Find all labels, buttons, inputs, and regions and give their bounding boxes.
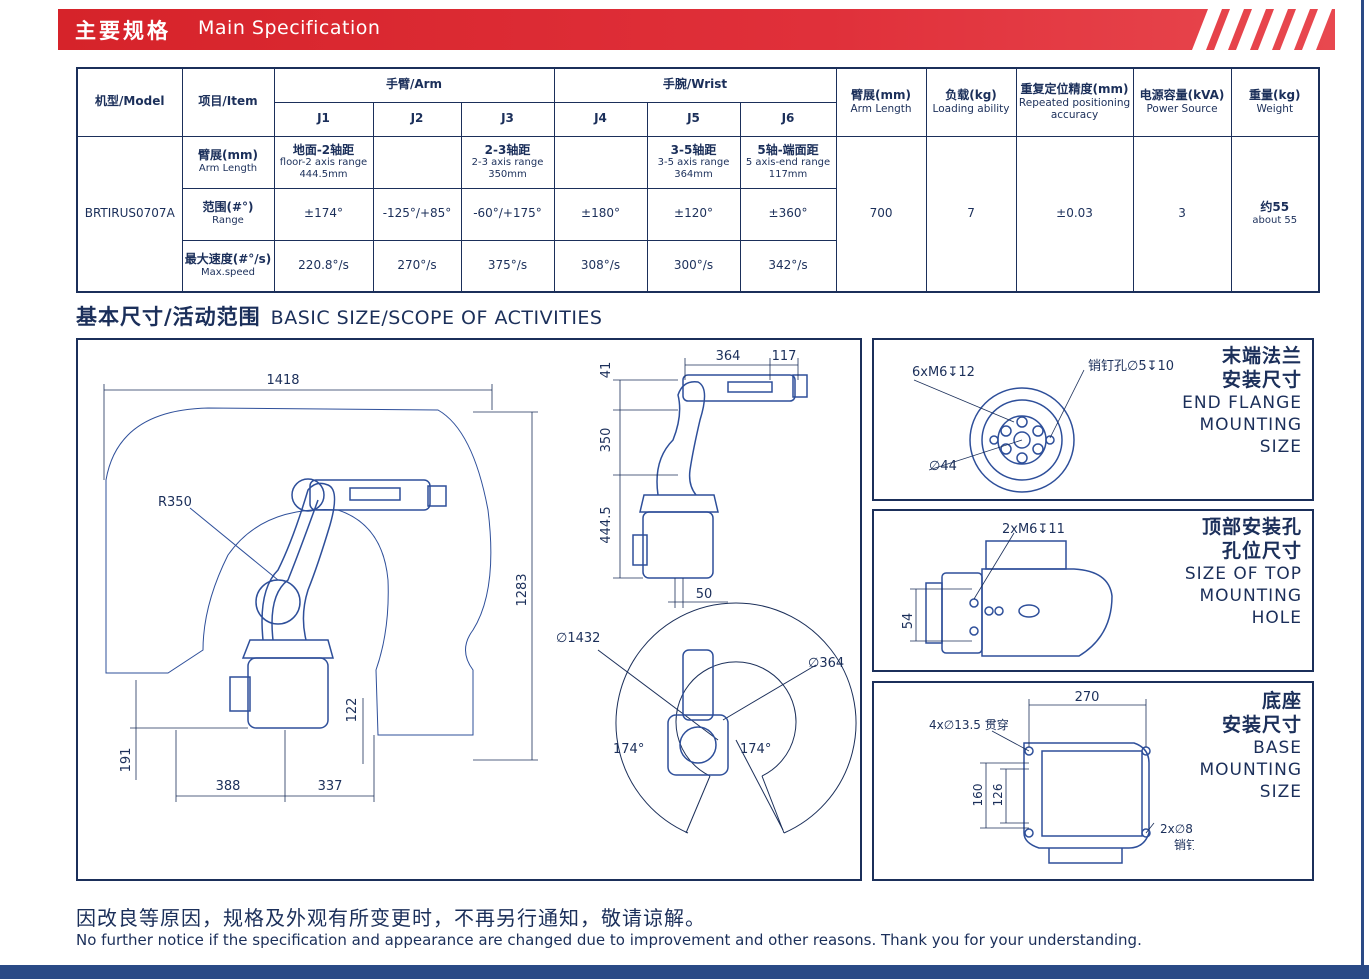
spec-table: 机型/Model 项目/Item 手臂/Arm 手腕/Wrist 臂展(mm)A… xyxy=(76,67,1321,293)
base-pin-label-2: 销钉孔 xyxy=(1174,838,1194,852)
work-envelope-outline xyxy=(105,407,492,736)
speed-j5: 300°/s xyxy=(646,239,741,293)
header-banner: 主要规格 Main Specification xyxy=(58,9,1335,50)
dim-angle-right: 174° xyxy=(740,742,771,757)
joint-header-j2: J2 xyxy=(372,101,462,137)
dim-122: 122 xyxy=(345,698,360,723)
dim-350: 350 xyxy=(599,428,614,453)
base-pin-label-1: 2x∅8 贯穿 xyxy=(1160,821,1194,836)
range-j1: ±174° xyxy=(273,187,374,241)
joint-header-j1: J1 xyxy=(273,101,374,137)
workspace-diagram: 1418 R350 1283 191 122 388 337 364 117 4… xyxy=(103,349,857,834)
arm-length-row-label: 臂展(mm)Arm Length xyxy=(181,135,275,189)
base-mount-diagram: 270 4x∅13.5 贯穿 160 126 2x∅8 贯穿 销钉孔 xyxy=(929,690,1194,864)
dim-41: 41 xyxy=(599,362,614,379)
wrist-group-header: 手腕/Wrist xyxy=(553,67,837,103)
flange-holes-label: 6xM6↧12 xyxy=(912,365,975,380)
dim-337: 337 xyxy=(318,779,343,794)
end-flange-panel: 6xM6↧12 销钉孔∅5↧10 ∅44 末端法兰 安装尺寸 END FLANG… xyxy=(872,338,1314,501)
range-j2: -125°/+85° xyxy=(372,187,462,241)
banner-stripes-icon xyxy=(1192,9,1332,50)
power-value: 3 xyxy=(1132,135,1232,293)
model-header: 机型/Model xyxy=(76,67,183,137)
speed-j1: 220.8°/s xyxy=(273,239,374,293)
item-header: 项目/Item xyxy=(181,67,275,137)
base-mount-caption: 底座 安装尺寸 BASE MOUNTING SIZE xyxy=(1199,690,1302,802)
dim-reach: 1418 xyxy=(266,373,299,388)
dim-364: 364 xyxy=(716,349,741,364)
arm-length-header: 臂展(mm)Arm Length xyxy=(835,67,927,137)
model-cell: BRTIRUS0707A xyxy=(76,135,183,293)
dim-radius: R350 xyxy=(158,495,192,510)
header-title-en: Main Specification xyxy=(198,17,381,39)
notice-zh: 因改良等原因，规格及外观有所变更时，不再另行通知，敬请谅解。 xyxy=(76,906,706,930)
base-dim-126: 126 xyxy=(991,784,1005,807)
weight-header: 重量(kg)Weight xyxy=(1230,67,1320,137)
notice-en: No further notice if the specification a… xyxy=(76,931,1142,949)
arm-group-header: 手臂/Arm xyxy=(273,67,555,103)
range-j3: -60°/+175° xyxy=(460,187,555,241)
flange-diagram: 6xM6↧12 销钉孔∅5↧10 ∅44 xyxy=(912,359,1174,493)
top-mount-panel: 2xM6↧11 54 顶部安装孔 孔位尺寸 SIZE OF TOP MOUNTI… xyxy=(872,509,1314,672)
joint-header-j3: J3 xyxy=(460,101,555,137)
right-edge-bar xyxy=(1361,0,1364,979)
joint-header-j5: J5 xyxy=(646,101,741,137)
accuracy-value: ±0.03 xyxy=(1015,135,1134,293)
bottom-bar xyxy=(0,965,1369,979)
range-row-label: 范围(#°)Range xyxy=(181,187,275,241)
top-mount-caption: 顶部安装孔 孔位尺寸 SIZE OF TOP MOUNTING HOLE xyxy=(1184,516,1302,628)
main-drawing-panel: 1418 R350 1283 191 122 388 337 364 117 4… xyxy=(76,338,862,881)
range-j6: ±360° xyxy=(739,187,837,241)
flange-caption: 末端法兰 安装尺寸 END FLANGE MOUNTING SIZE xyxy=(1182,345,1302,457)
speed-j2: 270°/s xyxy=(372,239,462,293)
dim-444-5: 444.5 xyxy=(599,506,614,543)
base-holes-label: 4x∅13.5 贯穿 xyxy=(929,717,1009,732)
dim-height: 1283 xyxy=(515,573,530,606)
base-dim-270: 270 xyxy=(1075,690,1100,705)
range-j4: ±180° xyxy=(553,187,648,241)
power-header: 电源容量(kVA)Power Source xyxy=(1132,67,1232,137)
dim-117: 117 xyxy=(772,349,797,364)
range-j5: ±120° xyxy=(646,187,741,241)
dim-base-height: 191 xyxy=(119,748,134,773)
dim-388: 388 xyxy=(216,779,241,794)
joint-header-j6: J6 xyxy=(739,101,837,137)
top-holes-label: 2xM6↧11 xyxy=(1002,522,1065,537)
robot-front-view xyxy=(632,374,808,579)
arm-j4-cell xyxy=(553,135,648,189)
loading-header: 负载(kg)Loading ability xyxy=(925,67,1017,137)
joint-header-j4: J4 xyxy=(553,101,648,137)
speed-j6: 342°/s xyxy=(739,239,837,293)
robot-side-view xyxy=(229,478,447,729)
speed-j3: 375°/s xyxy=(460,239,555,293)
base-dim-160: 160 xyxy=(971,784,985,807)
top-dim-54: 54 xyxy=(901,613,916,630)
dim-dia-364: ∅364 xyxy=(808,656,844,671)
arm-j2-cell xyxy=(372,135,462,189)
dim-angle-left: 174° xyxy=(613,742,644,757)
dim-50: 50 xyxy=(696,587,713,602)
arm-length-value: 700 xyxy=(835,135,927,293)
top-view-range xyxy=(597,602,857,834)
top-mount-diagram: 2xM6↧11 54 xyxy=(901,522,1113,657)
header-title-zh: 主要规格 xyxy=(75,19,171,43)
flange-dia-label: ∅44 xyxy=(929,459,957,474)
flange-pin-label: 销钉孔∅5↧10 xyxy=(1088,359,1174,374)
base-mount-panel: 270 4x∅13.5 贯穿 160 126 2x∅8 贯穿 销钉孔 底座 安装… xyxy=(872,681,1314,881)
robot-top-view xyxy=(667,649,729,776)
dim-dia-1432: ∅1432 xyxy=(556,631,600,646)
loading-value: 7 xyxy=(925,135,1017,293)
speed-row-label: 最大速度(#°/s)Max.speed xyxy=(181,239,275,293)
speed-j4: 308°/s xyxy=(553,239,648,293)
